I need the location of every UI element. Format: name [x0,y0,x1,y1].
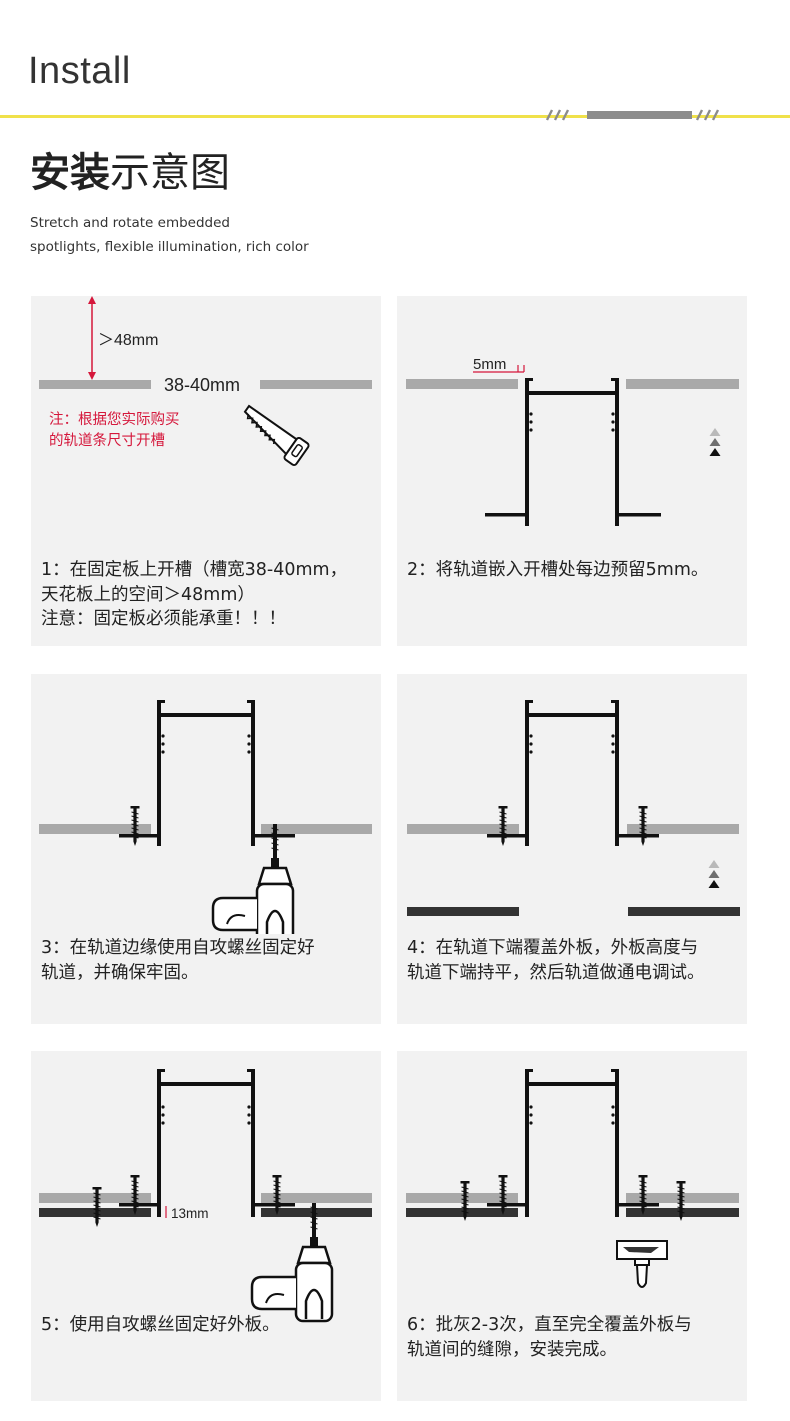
outer-board-right [628,907,740,916]
caption-line: 轨道下端持平，然后轨道做通电调试。 [407,962,705,983]
fixing-board-right [626,379,739,389]
caption-line: 轨道间的缝隙，安装完成。 [407,1339,617,1360]
width-label: 38-40mm [164,375,240,395]
caption-line: 1：在固定板上开槽（槽宽38-40mm， [41,560,348,580]
caption-line: 3：在轨道边缘使用自攻螺丝固定好 [41,938,315,958]
step-caption: 2：将轨道嵌入开槽处每边预留5mm。 [407,558,743,583]
section-title: 安装示意图 [30,140,230,198]
note-line: 注：根据您实际购买 [49,411,180,428]
up-arrows-icon [708,860,720,888]
caption-line: 注意：固定板必须能承重！！！ [41,609,286,629]
caption-line: 6：批灰2-3次，直至完全覆盖外板与 [407,1315,692,1335]
outer-board-left [406,1208,518,1217]
header-decoration [545,109,720,121]
fixing-board-right [261,824,372,834]
step-2-diagram: 5mm [406,356,739,526]
outer-board-right [261,1208,372,1217]
step-3-diagram [39,700,372,934]
fixing-board-right [260,380,372,389]
subtitle-line: spotlights, flexible illumination, rich … [30,239,309,255]
step-5-diagram: 13mm [39,1069,372,1323]
track-profile [485,378,661,526]
section-title-bold: 安装 [30,150,110,196]
caption-line: 2：将轨道嵌入开槽处每边预留5mm。 [407,560,709,580]
step-caption: 6：批灰2-3次，直至完全覆盖外板与 轨道间的缝隙，安装完成。 [407,1313,743,1362]
accent-line [0,115,790,118]
gap-marker [473,365,525,373]
fixing-board-left [39,824,151,834]
step-3-panel: 3：在轨道边缘使用自攻螺丝固定好 轨道，并确保牢固。 [31,674,381,1024]
step-4-diagram [407,700,740,916]
step-caption: 3：在轨道边缘使用自攻螺丝固定好 轨道，并确保牢固。 [41,936,377,985]
track-profile [119,1069,295,1217]
step-caption: 1：在固定板上开槽（槽宽38-40mm， 天花板上的空间＞48mm） 注意：固定… [41,558,377,632]
step-1-panel: ＞48mm 38-40mm 注：根据您实际购买 的轨道条尺寸开槽 1：在固定板上… [31,296,381,646]
caption-line: 4：在轨道下端覆盖外板，外板高度与 [407,938,699,958]
note-line: 的轨道条尺寸开槽 [49,432,165,449]
fixing-board-left [406,379,518,389]
fixing-board-right [261,1193,372,1203]
step-5-panel: 13mm 5：使用自攻螺丝固定好外板。 [31,1051,381,1401]
section-title-light: 示意图 [110,150,230,196]
spatula-icon [616,1240,668,1288]
step-4-panel: 4：在轨道下端覆盖外板，外板高度与 轨道下端持平，然后轨道做通电调试。 [397,674,747,1024]
fixing-board-left [39,1193,151,1203]
saw-icon [243,404,310,466]
gap-label: 5mm [473,356,506,373]
fixing-board-left [406,1193,518,1203]
step-caption: 4：在轨道下端覆盖外板，外板高度与 轨道下端持平，然后轨道做通电调试。 [407,936,743,985]
subtitle: Stretch and rotate embedded spotlights, … [30,211,309,259]
caption-line: 轨道，并确保牢固。 [41,962,199,983]
install-title: Install [28,50,131,92]
caption-line: 5：使用自攻螺丝固定好外板。 [41,1315,280,1335]
subtitle-line: Stretch and rotate embedded [30,215,230,231]
fixing-board-right [627,824,739,834]
step-2-panel: 5mm 2：将轨道嵌入开槽处每边预留5mm。 [397,296,747,646]
step-6-panel: 6：批灰2-3次，直至完全覆盖外板与 轨道间的缝隙，安装完成。 [397,1051,747,1401]
track-profile [487,1069,659,1217]
track-profile [487,700,659,846]
caption-line: 天花板上的空间＞48mm） [41,584,255,605]
thickness-label: 13mm [171,1206,209,1221]
step-6-diagram [406,1069,739,1288]
outer-board-left [39,1208,151,1217]
step-caption: 5：使用自攻螺丝固定好外板。 [41,1313,377,1338]
drill-icon [250,1201,334,1323]
fixing-board-left [407,824,519,834]
up-arrows-icon [709,428,721,456]
height-label: ＞48mm [98,332,158,349]
fixing-board-left [39,380,151,389]
step-1-diagram: ＞48mm 38-40mm 注：根据您实际购买 的轨道条尺寸开槽 [39,296,372,466]
outer-board-left [407,907,519,916]
